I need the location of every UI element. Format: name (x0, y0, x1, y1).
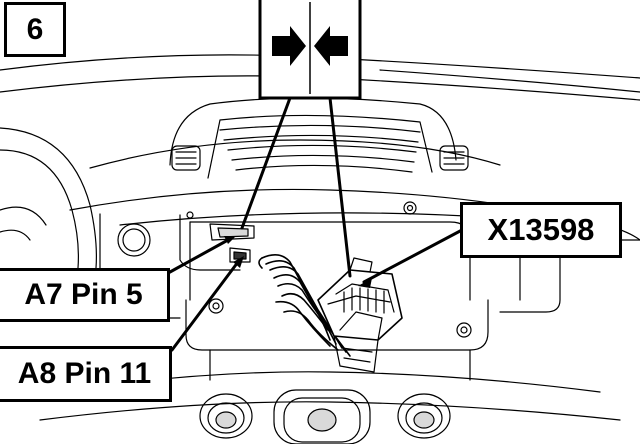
leader-arrowheads (224, 236, 372, 288)
step-number-badge: 6 (4, 2, 66, 57)
steering-wheel (0, 127, 97, 269)
lower-vents (39, 371, 621, 444)
connector-x13598 (317, 257, 403, 373)
callout-x13598: X13598 (460, 202, 622, 258)
callout-a7-text: A7 Pin 5 (24, 278, 143, 311)
callout-a8-text: A8 Pin 11 (17, 357, 152, 390)
press-together-arrows-icon (258, 0, 362, 100)
callout-x13598-text: X13598 (487, 212, 595, 247)
callout-a7-pin-5: A7 Pin 5 (0, 268, 170, 322)
dash-knobs (117, 201, 472, 338)
step-number: 6 (26, 12, 44, 46)
instrument-hood (169, 97, 457, 179)
right-side-vent (439, 145, 469, 171)
left-side-vent (171, 145, 201, 171)
leader-lines (168, 96, 464, 352)
callout-a8-pin-11: A8 Pin 11 (0, 346, 172, 402)
